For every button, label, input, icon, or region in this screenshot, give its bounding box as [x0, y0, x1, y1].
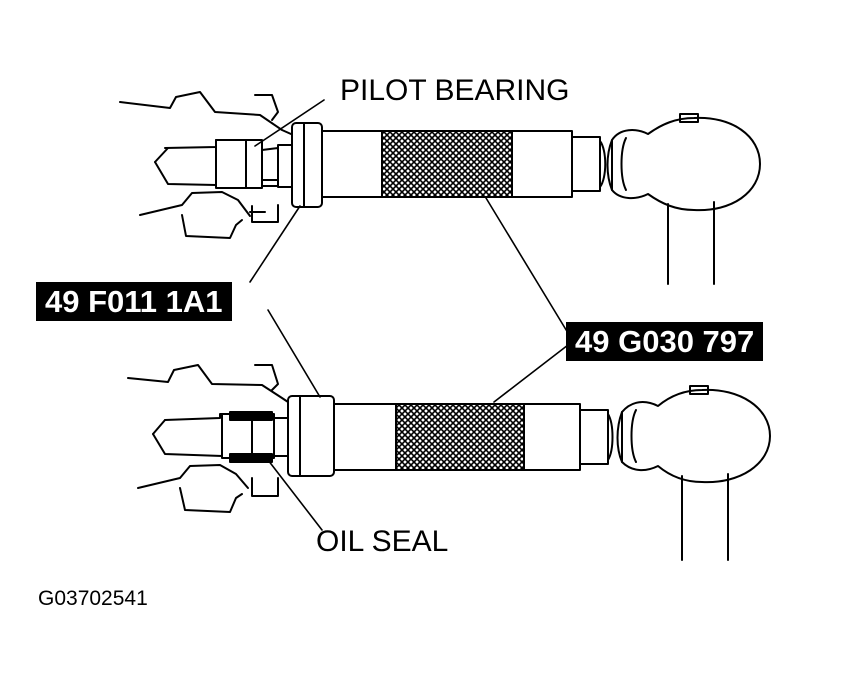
lower-hammer [616, 385, 771, 561]
leader-pilot-bearing [254, 99, 325, 147]
lower-housing [127, 364, 289, 513]
upper-assembly [119, 91, 761, 285]
upper-pilot-bearing [215, 139, 279, 189]
installer-part-number: 49 F011 1A1 [36, 282, 232, 321]
pilot-bearing-label: PILOT BEARING [340, 74, 570, 107]
lower-installer-head [287, 395, 335, 477]
leader-handle-lower [493, 344, 569, 403]
handle-part-number: 49 G030 797 [566, 322, 764, 361]
upper-housing [119, 91, 292, 239]
figure-code: G03702541 [38, 587, 148, 610]
upper-handle [321, 130, 607, 198]
lower-handle [333, 403, 614, 471]
upper-installer-head [277, 122, 323, 208]
leader-installer-upper [249, 205, 301, 283]
leader-oil-seal [267, 459, 323, 531]
oil-seal-label: OIL SEAL [316, 525, 449, 558]
lower-assembly [127, 364, 771, 561]
leader-lines [249, 99, 569, 531]
leader-handle-upper [485, 197, 569, 334]
upper-hammer [606, 113, 761, 285]
lower-oil-seal [221, 411, 289, 463]
leader-installer-lower [267, 309, 321, 398]
